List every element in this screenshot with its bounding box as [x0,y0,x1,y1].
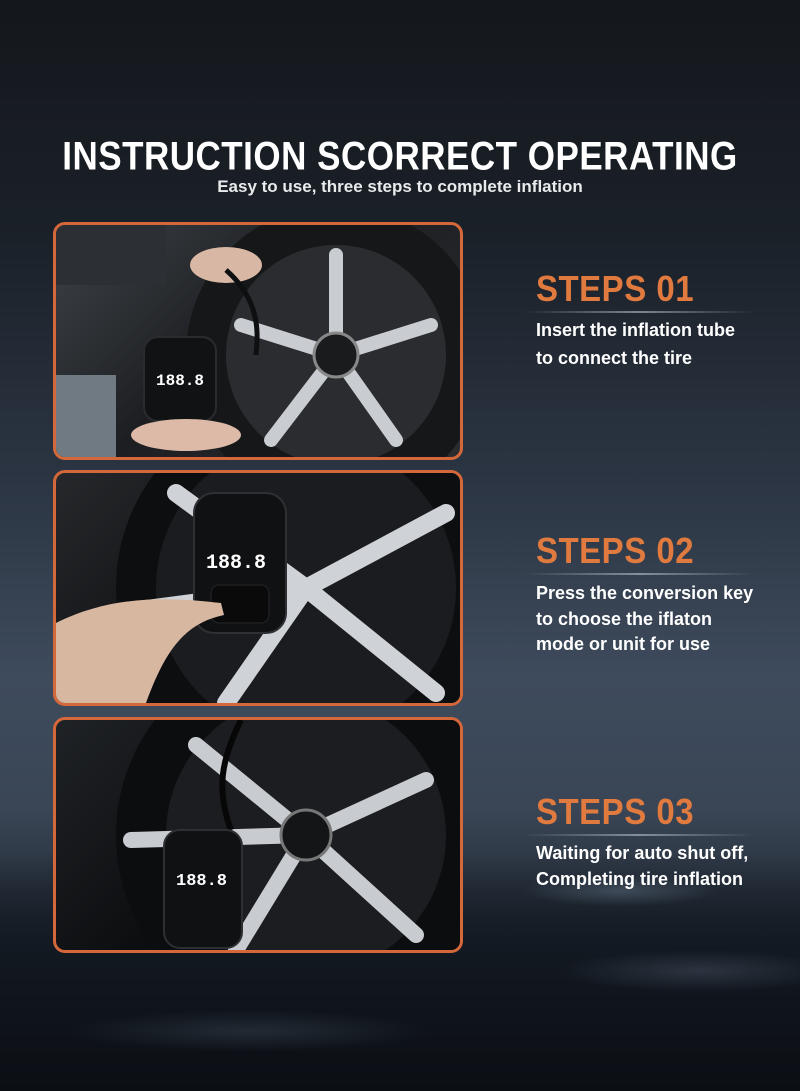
step-3-photo: 188.8 [53,717,463,953]
sleeve-shape [56,225,166,285]
rim-hub [312,331,360,379]
step-2-line-1: Press the conversion key [536,583,754,603]
step-1-line-1: Insert the inflation tube [536,320,736,340]
step-3-line-2: Completing tire inflation [536,869,743,889]
step-1-photo: 188.8 [53,222,463,460]
step-1-divider [524,311,754,313]
rim-hub [279,808,333,862]
step-3-heading: STEPS 03 [536,791,695,832]
pump-device [163,829,243,949]
step-2-divider [524,573,754,575]
hand-shape [56,599,224,703]
tire-inflation-scene-3: 188.8 [116,720,460,950]
step-1-line-2: to connect the tire [536,348,693,368]
pump-display: 188.8 [206,552,266,575]
pump-display: 188.8 [156,372,204,390]
air-hose [224,268,260,356]
step-2-line-2: to choose the iflaton [536,609,713,629]
page-subtitle: Easy to use, three steps to complete inf… [217,177,583,196]
step-2-line-3: mode or unit for use [536,634,711,654]
air-hose [219,720,244,832]
step-3-divider [524,834,754,836]
page-title: INSTRUCTION SCORRECT OPERATING [62,134,738,179]
tire-inflation-scene-1: 188.8 [56,225,460,457]
pump-display: 188.8 [176,872,227,891]
hand-bottom-shape [131,419,241,451]
step-3-line-1: Waiting for auto shut off, [536,843,749,863]
hand-top-shape [190,247,262,283]
step-2-heading: STEPS 02 [536,530,695,571]
step-2-photo: 188.8 [53,470,463,706]
ground-shape [56,375,116,457]
step-1-heading: STEPS 01 [536,268,695,309]
tire-inflation-scene-2: 188.8 [56,473,460,703]
